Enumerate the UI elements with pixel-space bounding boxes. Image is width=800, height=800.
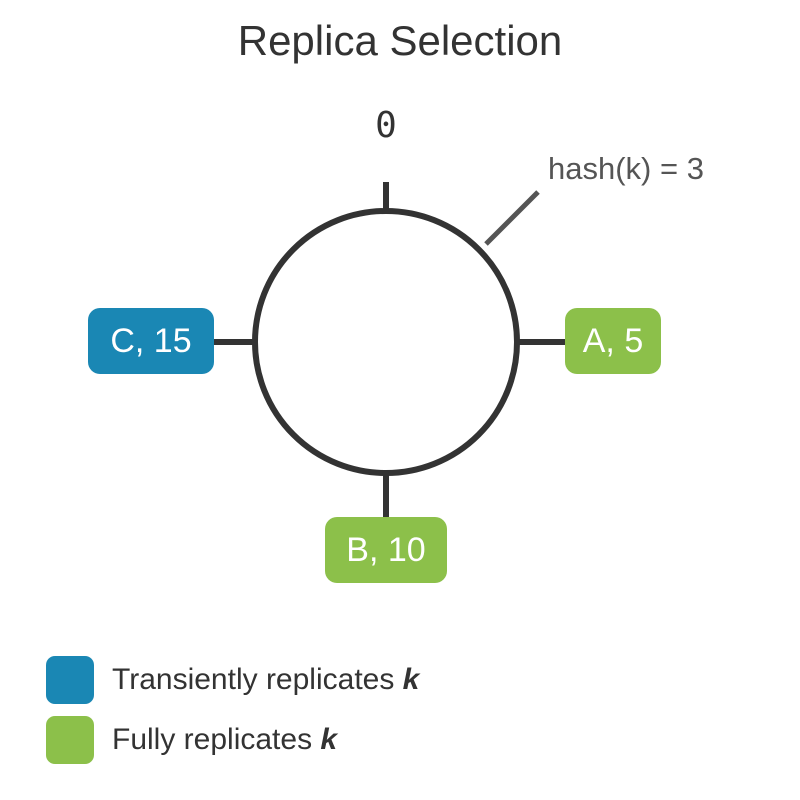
legend-label-full: Fully replicates k bbox=[112, 723, 337, 757]
page-title: Replica Selection bbox=[237, 17, 563, 64]
legend-label-transient-key: k bbox=[402, 663, 420, 696]
legend-item-full: Fully replicates k bbox=[46, 710, 419, 770]
hash-annotation-label: hash(k) = 3 bbox=[548, 151, 704, 186]
legend-label-transient-text: Transiently replicates bbox=[112, 663, 403, 696]
legend-item-transient: Transiently replicates k bbox=[46, 650, 419, 710]
legend-swatch-full-icon bbox=[46, 716, 94, 764]
ring-circle bbox=[252, 208, 520, 476]
legend-label-full-key: k bbox=[320, 723, 338, 756]
ring-node-b[interactable]: B, 10 bbox=[325, 517, 447, 583]
hash-leader-line bbox=[484, 190, 540, 246]
legend-label-transient: Transiently replicates k bbox=[112, 663, 419, 697]
legend-swatch-transient-icon bbox=[46, 656, 94, 704]
ring-node-a[interactable]: A, 5 bbox=[565, 308, 661, 374]
legend: Transiently replicates k Fully replicate… bbox=[46, 650, 419, 770]
ring-node-c[interactable]: C, 15 bbox=[88, 308, 214, 374]
legend-label-full-text: Fully replicates bbox=[112, 723, 321, 756]
ring-origin-label: 0 bbox=[375, 105, 397, 146]
